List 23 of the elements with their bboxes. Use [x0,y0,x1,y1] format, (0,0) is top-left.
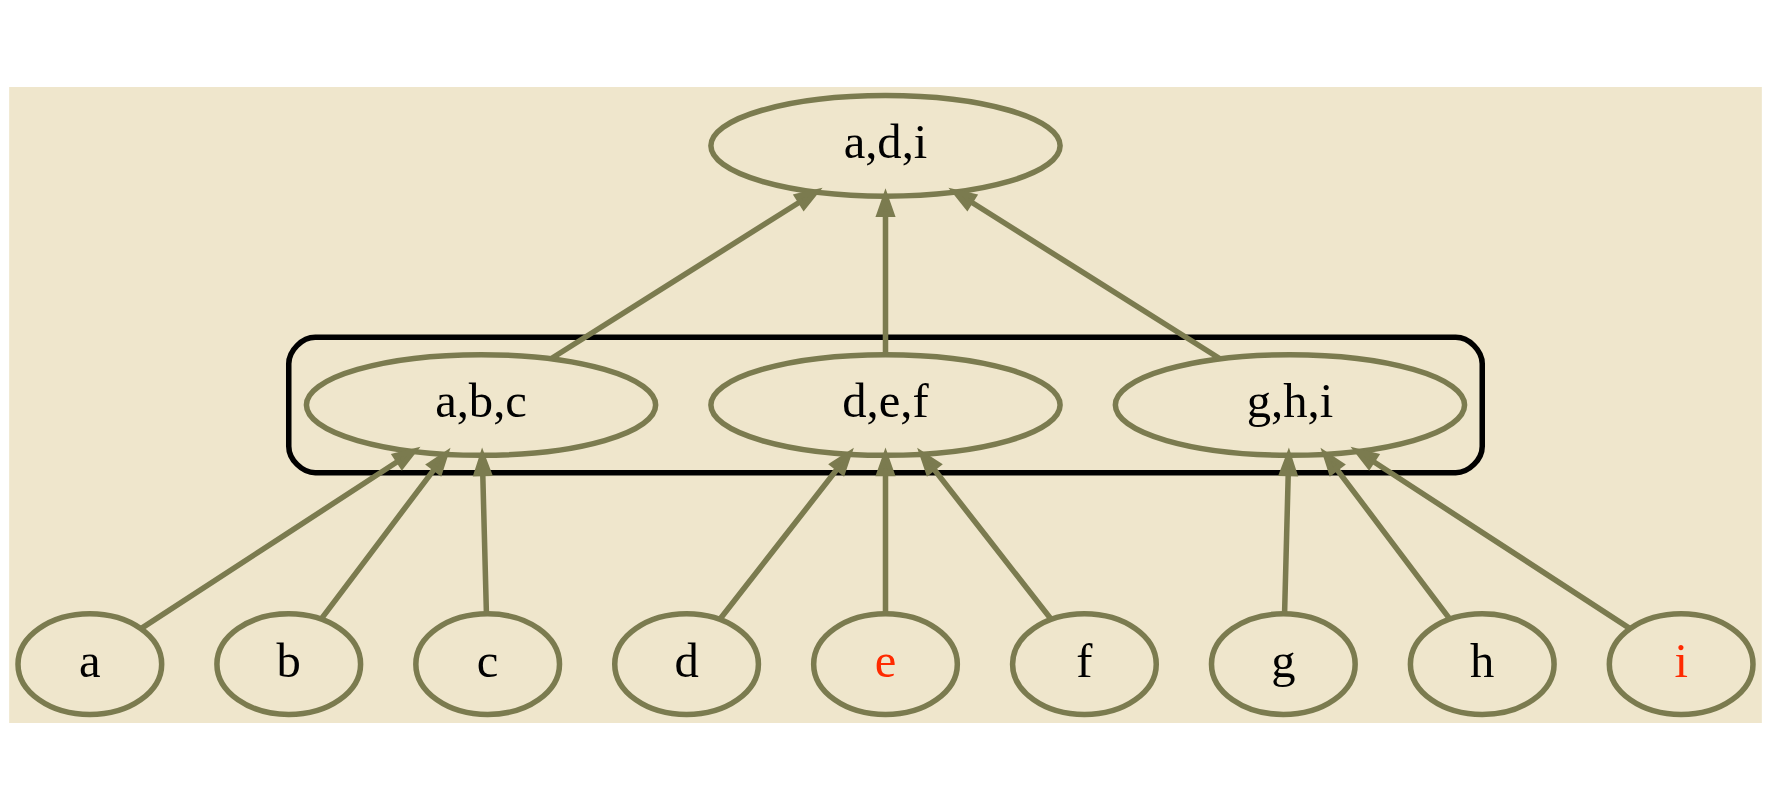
node-ellipse: a,b,c [303,351,659,458]
node-ellipse: f [1009,610,1159,717]
arrow [139,446,421,631]
node-ellipse: d [612,610,762,717]
node-ellipse: b [214,610,364,717]
node-ellipse: i [1606,610,1756,717]
node-ellipse: a,d,i [708,92,1063,199]
node-ellipse: g [1208,610,1358,717]
node-ellipse: e [810,610,961,717]
node-ellipse: g,h,i [1112,351,1468,458]
node-ellipse: d,e,f [708,351,1063,458]
arrow [472,446,493,614]
arrow [717,447,854,621]
arrow [1320,447,1453,621]
node-ellipse: a [15,610,165,717]
arrow [875,187,896,355]
arrow [875,446,896,614]
node-ellipse: c [413,610,563,717]
node-ellipse: h [1407,610,1557,717]
arrow [1278,446,1299,614]
arrow [917,447,1054,621]
arrow [1350,446,1632,631]
arrow [318,447,451,621]
